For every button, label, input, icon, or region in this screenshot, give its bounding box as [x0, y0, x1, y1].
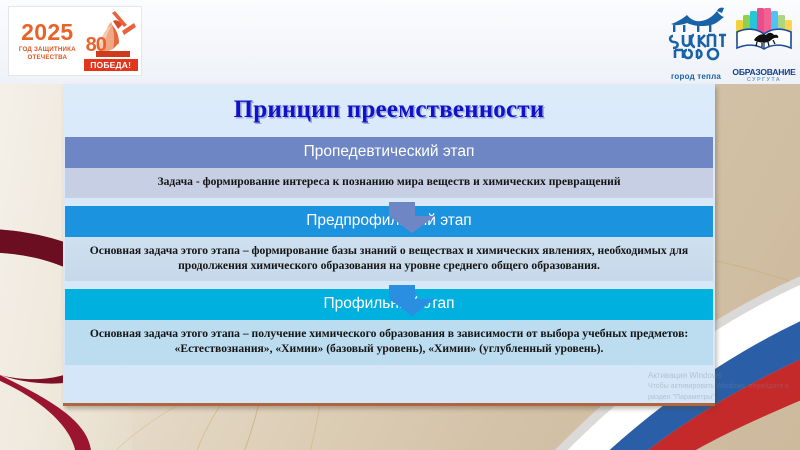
stage-body-profile: Основная задача этого этапа – получение … — [65, 320, 713, 366]
stage-header-propedeutic: Пропедевтический этап — [65, 137, 713, 168]
logo-education-caption: ОБРАЗОВАНИЕ — [732, 67, 796, 77]
open-book-with-horse-icon — [736, 8, 792, 50]
logo-anniversary-number: 80 — [85, 34, 107, 56]
logo-year-of-defender: 2025 ГОД ЗАЩИТНИКА ОТЕЧЕСТВА 80 ПОБЕДА! — [8, 6, 142, 76]
stages-stack: Пропедевтический этап Задача - формирова… — [65, 137, 713, 366]
logo-victory-text: ПОБЕДА! — [83, 59, 138, 71]
content-panel: Принцип преемственности Пропедевтический… — [63, 84, 715, 406]
stage-body-propedeutic: Задача - формирование интереса к познани… — [65, 168, 713, 198]
down-arrow-2-wrap — [65, 281, 713, 317]
logo-education-subcaption: СУРГУТА — [746, 77, 782, 83]
logo-surgut-caption: город тепла — [670, 72, 721, 81]
stage-body-preprofile: Основная задача этого этапа – формирован… — [65, 236, 713, 282]
down-arrow-1-wrap — [65, 198, 713, 233]
stage-propedeutic: Пропедевтический этап Задача - формирова… — [65, 137, 713, 198]
logo-year-subtitle: ГОД ЗАЩИТНИКА ОТЕЧЕСТВА — [18, 45, 76, 61]
page-title: Принцип преемственности — [233, 96, 545, 123]
logo-year-text: 2025 — [21, 18, 74, 45]
logo-education-of-surgut: ОБРАЗОВАНИЕ СУРГУТА — [732, 4, 796, 83]
motherland-calls-statue-icon — [95, 11, 136, 57]
fox-icon — [668, 7, 726, 61]
logo-surgut-450: город тепла — [663, 6, 729, 81]
